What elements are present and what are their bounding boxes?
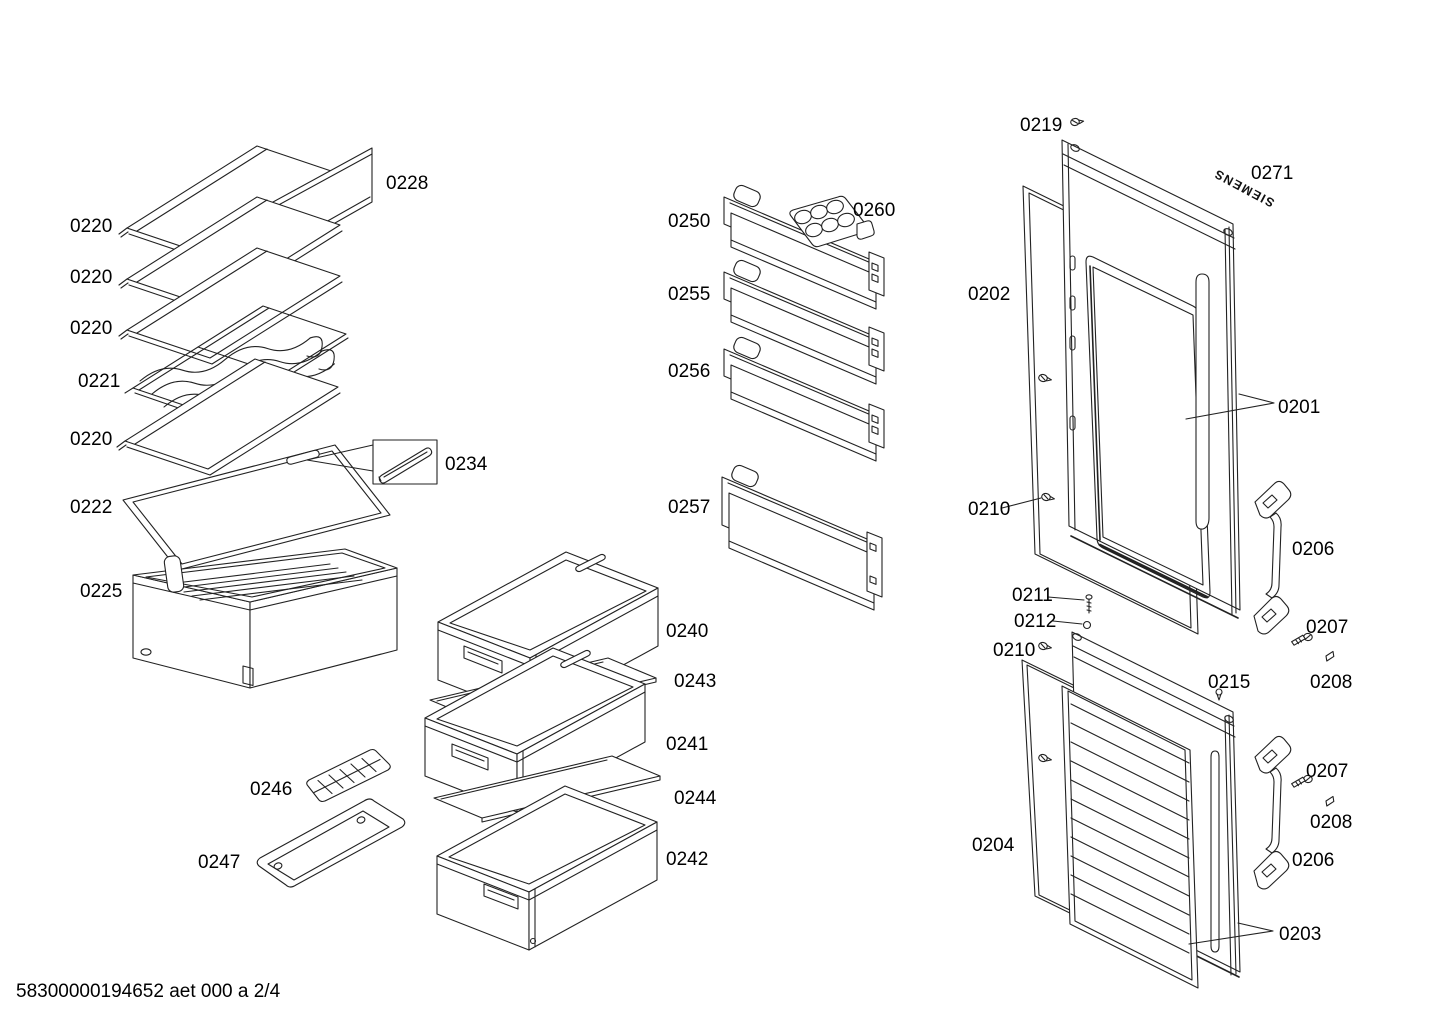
screw-icon — [1037, 753, 1053, 764]
part-label-0210-2: 0210 — [993, 640, 1035, 661]
callout-line-0210 — [1001, 497, 1042, 509]
screw-icon-0210-lower — [1037, 641, 1053, 652]
screw-cover-0208-lower — [1325, 795, 1335, 807]
screw-0211 — [1047, 594, 1093, 614]
callout-lines-0203 — [1188, 922, 1274, 945]
tray-0247 — [256, 798, 406, 888]
part-label-0228: 0228 — [386, 173, 428, 194]
part-label-0244: 0244 — [674, 788, 717, 809]
screw-icon-0219 — [1069, 116, 1085, 127]
part-label-0211: 0211 — [1012, 585, 1053, 606]
part-label-0208-2: 0208 — [1310, 812, 1352, 833]
screw-icon — [1040, 492, 1056, 503]
upper-door-0201 — [1061, 139, 1241, 619]
ice-cube-tray-0246 — [306, 748, 391, 803]
part-label-0208-1: 0208 — [1310, 672, 1352, 693]
part-label-0220-3: 0220 — [70, 318, 112, 339]
crisper-drawer-0225 — [132, 548, 398, 689]
part-label-0243: 0243 — [674, 671, 716, 692]
part-label-0247: 0247 — [198, 852, 240, 873]
part-label-0256: 0256 — [668, 361, 710, 382]
part-label-0206-2: 0206 — [1292, 850, 1334, 871]
part-label-0221: 0221 — [78, 371, 120, 392]
freezer-drawer-0242 — [436, 785, 658, 951]
part-label-0246: 0246 — [250, 779, 292, 800]
door-bin-0256 — [723, 336, 885, 462]
glass-shelf-4 — [116, 358, 341, 476]
part-label-0242: 0242 — [666, 849, 708, 870]
lower-door-liner — [1061, 685, 1199, 989]
part-label-0215: 0215 — [1208, 672, 1250, 693]
part-label-0219: 0219 — [1020, 115, 1062, 136]
part-label-0271: 0271 — [1251, 163, 1293, 184]
screw-icon — [1037, 373, 1053, 384]
document-code: 58300000194652 aet 000 a 2/4 — [16, 981, 281, 1002]
part-label-0203: 0203 — [1279, 924, 1321, 945]
crisper-cover-0222 — [122, 444, 391, 571]
screw-cover-0208-upper — [1325, 650, 1335, 662]
door-bin-0250 — [723, 184, 885, 310]
part-label-0222: 0222 — [70, 497, 112, 518]
callout-lines-0201 — [1185, 393, 1275, 420]
part-label-0204: 0204 — [972, 835, 1015, 856]
part-label-0206-1: 0206 — [1292, 539, 1334, 560]
door-bin-0255 — [723, 259, 885, 385]
part-label-0207-1: 0207 — [1306, 617, 1348, 638]
door-handle-0206-lower — [1253, 735, 1292, 890]
part-label-0241: 0241 — [666, 734, 708, 755]
door-handle-0206-upper — [1253, 480, 1292, 635]
part-label-0260: 0260 — [853, 200, 895, 221]
part-label-0220-2: 0220 — [70, 267, 112, 288]
rail-0234 — [286, 439, 438, 485]
part-label-0210-1: 0210 — [968, 499, 1010, 520]
part-label-0212: 0212 — [1014, 611, 1056, 632]
part-label-0207-2: 0207 — [1306, 761, 1348, 782]
part-label-0202: 0202 — [968, 284, 1010, 305]
part-label-0255: 0255 — [668, 284, 710, 305]
part-label-0240: 0240 — [666, 621, 708, 642]
glass-plate-0244 — [433, 755, 661, 823]
part-label-0234: 0234 — [445, 454, 488, 475]
part-label-0220-1: 0220 — [70, 216, 112, 237]
part-label-0250: 0250 — [668, 211, 710, 232]
part-label-0225: 0225 — [80, 581, 122, 602]
grommet-0212 — [1052, 620, 1092, 630]
pin-0215 — [1215, 688, 1223, 701]
part-label-0201: 0201 — [1278, 397, 1320, 418]
part-label-0257: 0257 — [668, 497, 710, 518]
part-label-0220-4: 0220 — [70, 429, 112, 450]
egg-tray-0260 — [789, 195, 875, 248]
glass-shelf-3 — [118, 247, 343, 365]
door-bin-0257 — [721, 464, 883, 611]
